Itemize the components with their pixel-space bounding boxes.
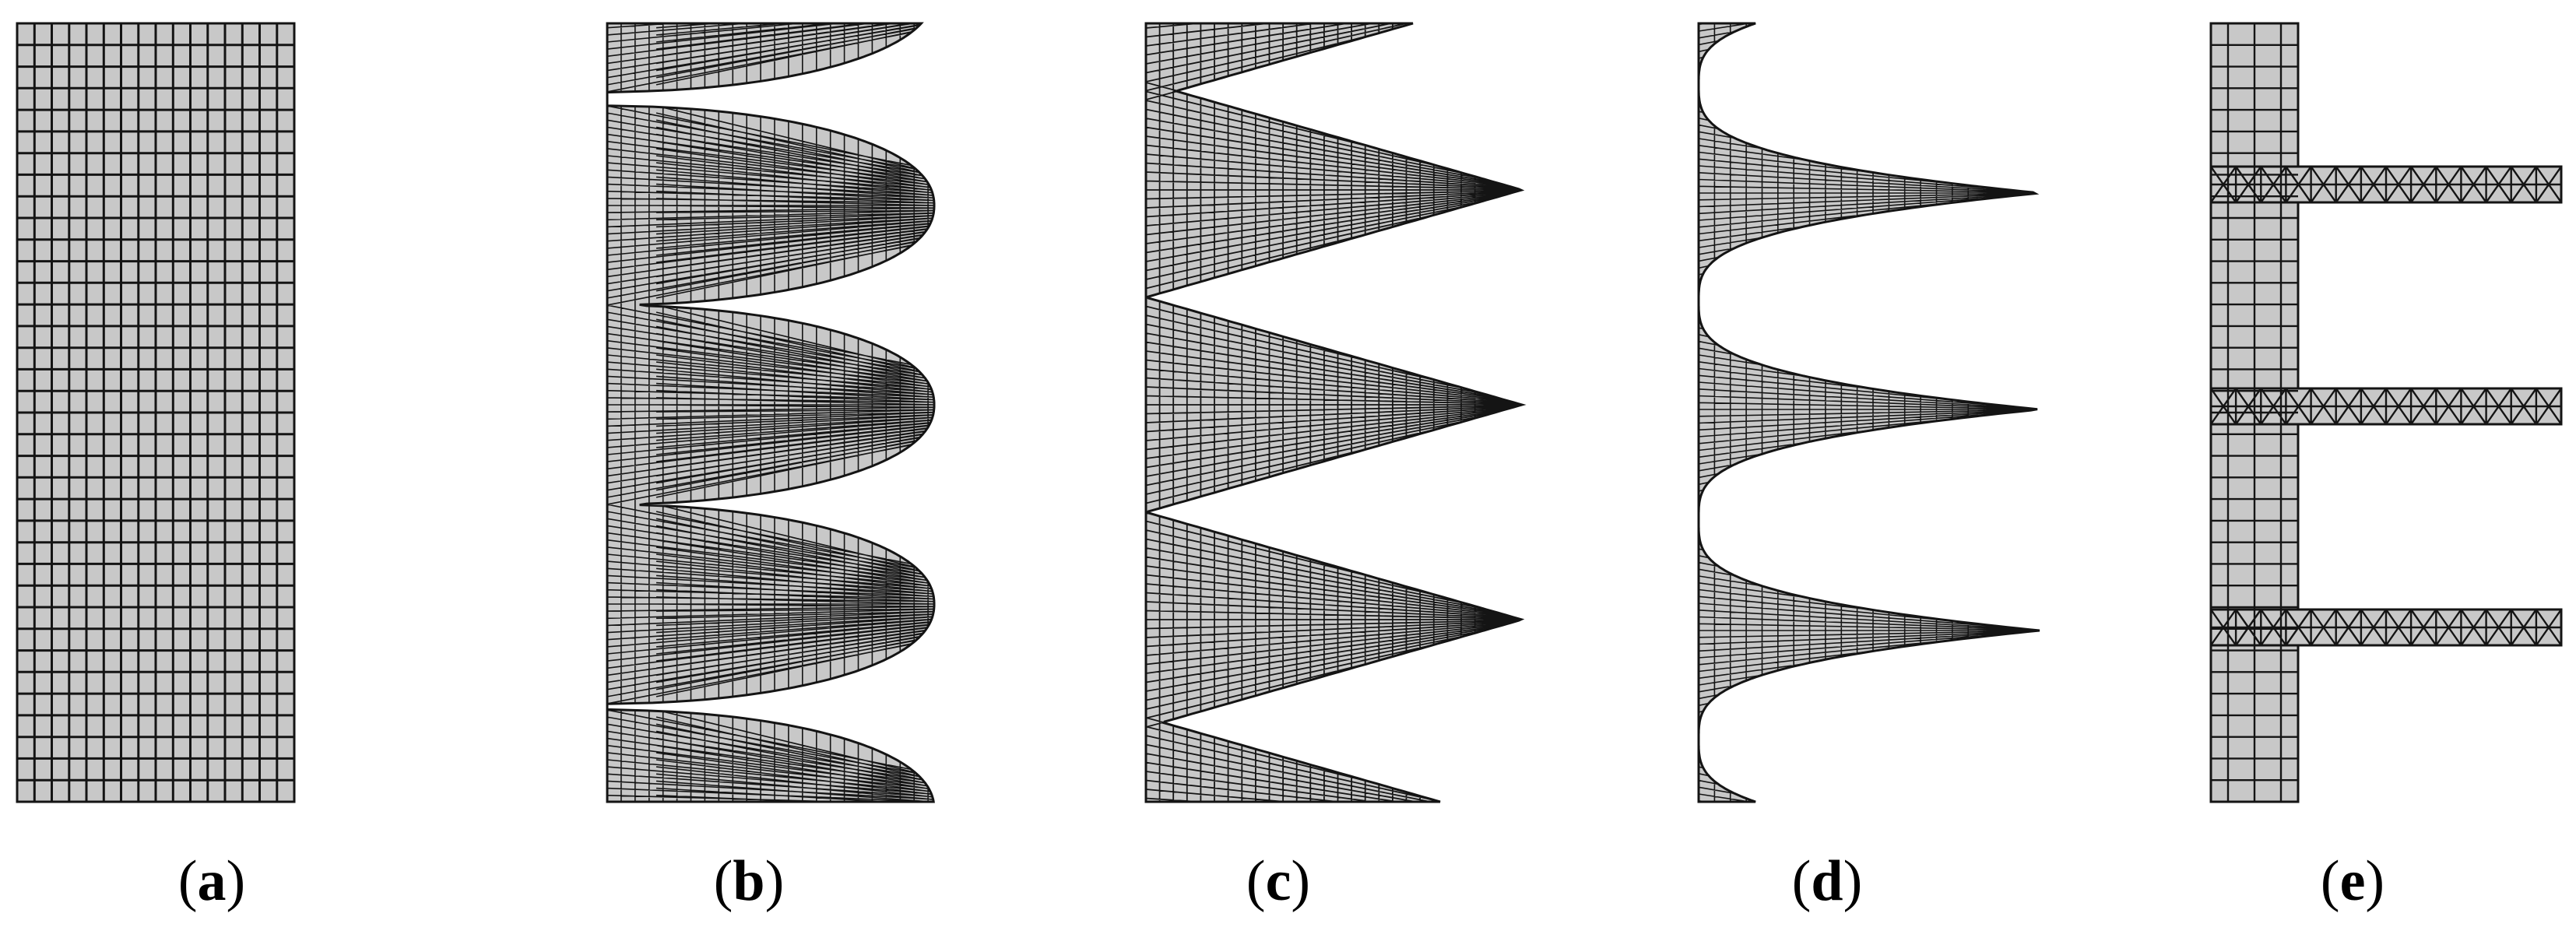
fin-body-fill: [607, 23, 934, 802]
fin-mesh-lines: [607, 23, 934, 802]
fin-outline: [1697, 22, 2040, 803]
fin-mesh-lines: [1699, 23, 2040, 802]
panel-e-strip-fin-mesh: [2209, 22, 2563, 803]
panel-a-flat-mesh: [16, 22, 296, 803]
panel-d-cusp-fin-mesh: [1697, 22, 2040, 803]
caption-panel-b: (b): [713, 849, 785, 913]
fin-mesh-segments: [607, 23, 934, 802]
plate-mesh-lines: [17, 23, 294, 802]
fin-outline: [606, 22, 936, 803]
fin-outline: [1144, 22, 1527, 803]
caption-panel-a: (a): [177, 849, 246, 913]
caption-panel-d: (d): [1791, 849, 1863, 913]
caption-panel-e: (e): [2320, 849, 2385, 913]
panel-b-elliptical-fin-mesh: [606, 22, 936, 803]
fin-mesh-segments: [1699, 23, 2040, 802]
strip-fin-mesh-lines: [2209, 23, 2562, 802]
panel-c-triangular-fin-mesh: [1144, 22, 1527, 803]
caption-panel-c: (c): [1246, 849, 1311, 913]
